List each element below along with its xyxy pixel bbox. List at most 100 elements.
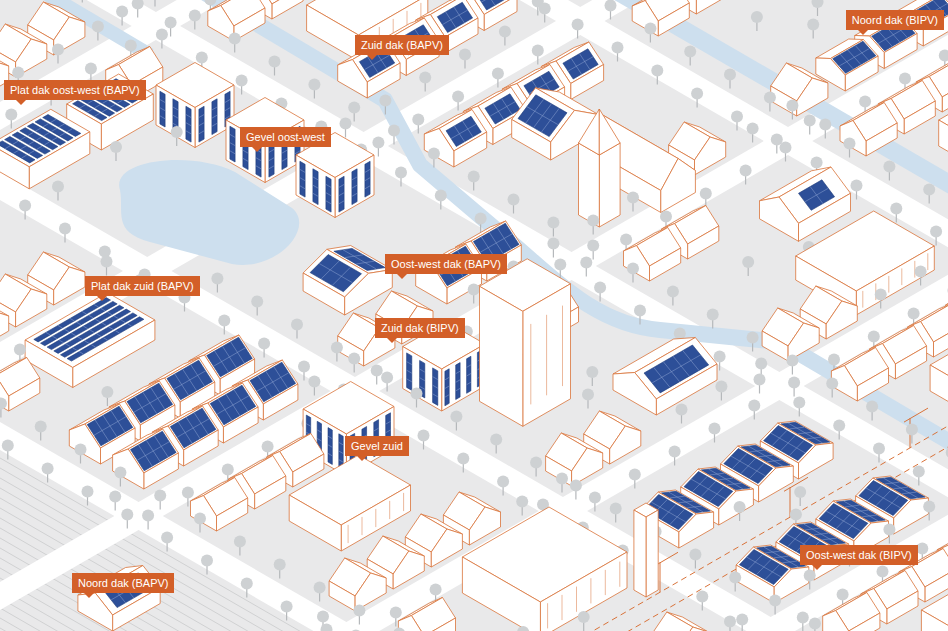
tree-trunk	[714, 434, 715, 443]
tree-trunk	[553, 249, 554, 258]
solar-panel	[61, 313, 138, 357]
tree-crown	[428, 148, 440, 160]
tree-crown	[651, 65, 663, 77]
panel-grid	[328, 445, 332, 448]
house-gable	[431, 529, 462, 567]
house-wall	[736, 565, 774, 603]
tree-crown	[381, 372, 393, 384]
tree	[101, 386, 113, 406]
panel-grid	[177, 419, 209, 437]
tree-trunk	[745, 176, 746, 185]
building-wall	[579, 143, 600, 227]
tree	[807, 19, 819, 39]
house-gable	[338, 60, 368, 99]
house-gable	[16, 289, 47, 327]
building	[762, 308, 819, 361]
tree-crown	[629, 469, 641, 481]
tree-crown	[14, 344, 26, 356]
panel-grid	[328, 436, 332, 439]
tree-trunk	[615, 514, 616, 523]
panel-grid	[481, 0, 506, 2]
tree-crown	[274, 559, 286, 571]
panel-grid	[365, 186, 370, 189]
tree-crown	[116, 6, 128, 18]
tree	[201, 555, 213, 575]
tree-trunk	[274, 67, 275, 76]
tree-crown	[499, 26, 511, 38]
tree-crown	[497, 476, 509, 488]
tree	[308, 79, 320, 99]
tree	[101, 256, 113, 276]
solar-panel	[352, 169, 357, 205]
tree-trunk	[802, 623, 803, 631]
panel-grid	[128, 324, 132, 327]
tree-crown	[674, 328, 686, 340]
tree-trunk	[80, 455, 81, 464]
building	[398, 598, 455, 631]
panel-grid	[94, 417, 126, 435]
panel-grid	[21, 146, 26, 149]
tree-crown	[667, 286, 679, 298]
tree	[684, 46, 696, 66]
tree-crown	[828, 354, 840, 366]
panel-grid	[28, 132, 33, 135]
house-gable	[799, 443, 834, 479]
callout-text: Oost-west dak (BIPV)	[806, 548, 912, 562]
solar-panel	[365, 161, 370, 197]
tree-crown	[0, 398, 7, 410]
tree-crown	[171, 126, 183, 138]
house-wall	[329, 581, 355, 611]
tree-trunk	[513, 205, 514, 214]
tree-trunk	[817, 7, 818, 16]
house-gable	[760, 197, 799, 241]
tree-trunk	[385, 106, 386, 115]
panel-grid	[80, 105, 85, 108]
tree-crown	[110, 141, 122, 153]
tree	[189, 10, 201, 30]
tree	[142, 510, 154, 530]
tree-crown	[851, 180, 863, 192]
tree-crown	[883, 161, 895, 173]
tree	[676, 404, 688, 424]
panel-grid	[467, 374, 471, 377]
tree-crown	[468, 284, 480, 296]
tree-crown	[85, 63, 97, 75]
tree-crown	[321, 624, 333, 631]
tree-trunk	[690, 57, 691, 66]
tree-crown	[875, 289, 887, 301]
tree	[875, 289, 887, 309]
tree	[691, 88, 703, 108]
tree-crown	[676, 404, 688, 416]
tree-trunk	[199, 524, 200, 533]
house-wall	[656, 364, 717, 415]
building	[0, 358, 40, 412]
tree-crown	[353, 605, 365, 617]
tree-trunk	[345, 129, 346, 138]
panel-grid	[102, 109, 107, 112]
house-wall	[934, 324, 948, 357]
tree-trunk	[387, 383, 388, 392]
tree-crown	[890, 203, 902, 215]
tree	[740, 165, 752, 185]
tree-trunk	[336, 353, 337, 362]
tree	[946, 447, 948, 467]
house-gable	[624, 246, 650, 282]
window-line	[888, 276, 889, 293]
panel-grid	[36, 137, 41, 140]
house-wall	[512, 120, 551, 161]
building-wall	[403, 347, 442, 412]
tree-trunk	[561, 484, 562, 493]
tree-crown	[101, 386, 113, 398]
panel-grid	[173, 107, 178, 110]
tree	[468, 284, 480, 304]
tree	[0, 398, 7, 418]
window-line	[605, 570, 606, 595]
tree-crown	[475, 213, 487, 225]
tree-crown	[132, 0, 144, 10]
panel-grid	[173, 123, 178, 126]
tree-trunk	[239, 547, 240, 556]
house-gable	[424, 129, 454, 168]
solar-panel	[212, 99, 217, 135]
tree	[353, 605, 365, 625]
tree-crown	[586, 366, 598, 378]
